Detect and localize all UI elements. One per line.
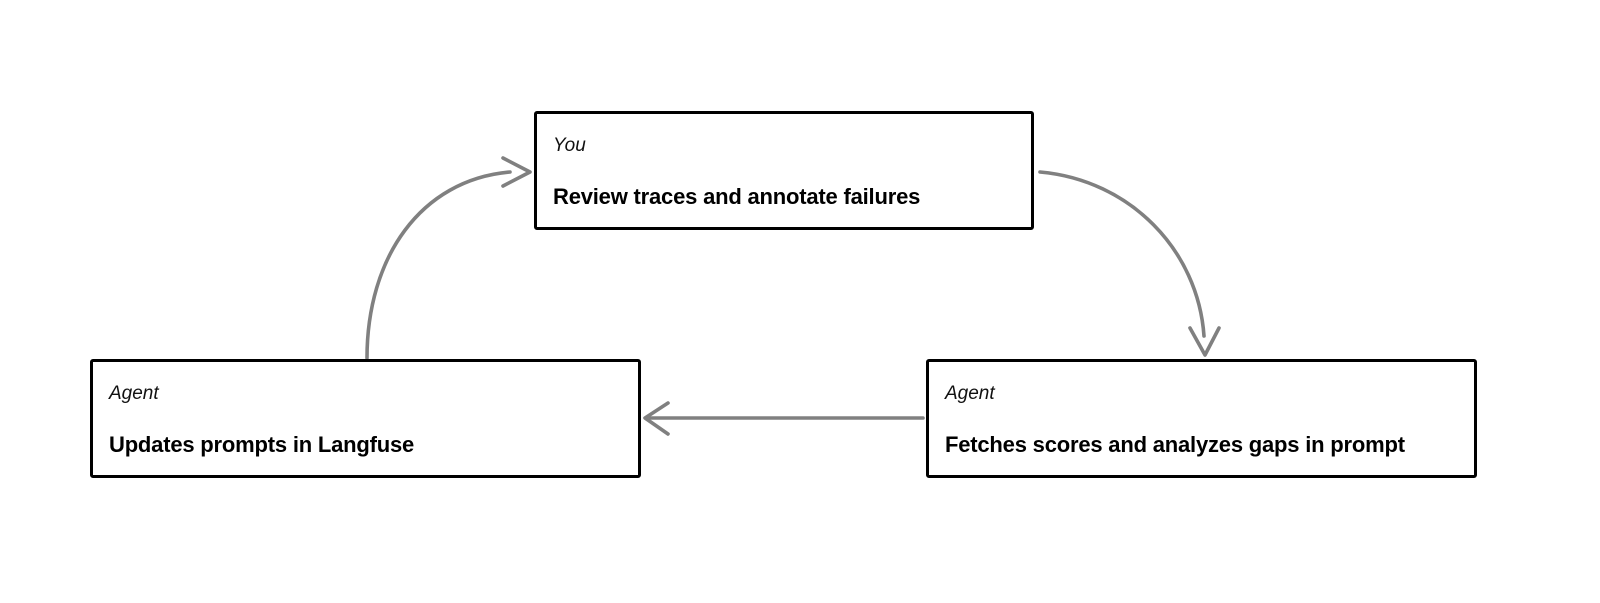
edge-update-to-you-arrowhead-icon: [501, 156, 532, 188]
node-role-label: You: [553, 135, 586, 156]
edge-you-to-fetch-line: [1038, 170, 1206, 338]
edge-fetch-to-update: [643, 401, 925, 436]
node-title-label: Fetches scores and analyzes gaps in prom…: [945, 432, 1405, 457]
node-title-label: Updates prompts in Langfuse: [109, 432, 415, 457]
edge-you-to-fetch: [1038, 170, 1221, 357]
node-agent-fetch[interactable]: Agent Fetches scores and analyzes gaps i…: [926, 359, 1477, 478]
node-title-label: Review traces and annotate failures: [553, 184, 921, 209]
edge-update-to-you-line: [365, 170, 512, 360]
edge-update-to-you: [365, 156, 532, 360]
node-role-label: Agent: [945, 383, 995, 404]
node-role-label: Agent: [109, 383, 159, 404]
node-agent-update[interactable]: Agent Updates prompts in Langfuse: [90, 359, 641, 478]
node-you-review[interactable]: You Review traces and annotate failures: [534, 111, 1034, 230]
edge-you-to-fetch-arrowhead-icon: [1188, 326, 1221, 357]
edge-fetch-to-update-arrowhead-icon: [643, 401, 670, 436]
